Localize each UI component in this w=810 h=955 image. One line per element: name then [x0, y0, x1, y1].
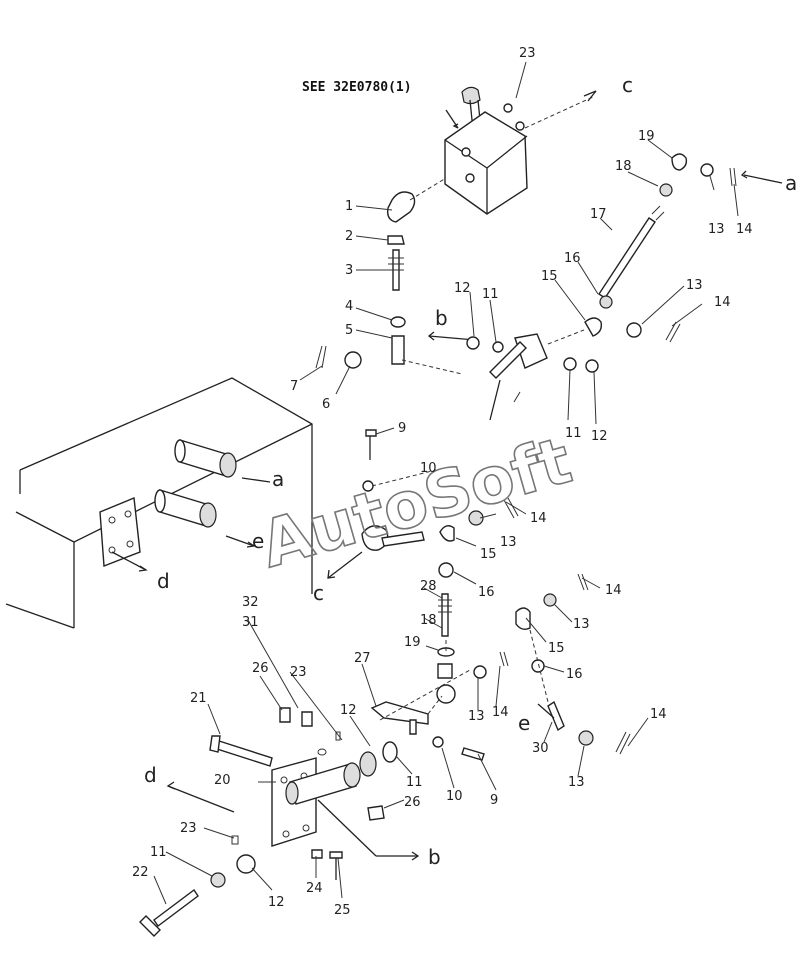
callout: 25 — [334, 903, 351, 918]
callout: 11 — [565, 426, 582, 441]
leader-lines — [153, 61, 739, 905]
callout: 15 — [548, 641, 565, 656]
callout: 13 — [686, 278, 703, 293]
callout: 14 — [736, 222, 753, 237]
callout: 10 — [446, 789, 463, 804]
callout-letter: b — [435, 306, 448, 330]
callout: 10 — [420, 461, 437, 476]
callout: 17 — [590, 207, 607, 222]
callout: 12 — [591, 429, 608, 444]
see-reference: SEE 32E0780(1) — [302, 80, 412, 95]
callout: 19 — [638, 129, 655, 144]
arrow-d-bottom — [167, 785, 235, 813]
bellcrank-upper — [466, 295, 681, 421]
linkage-right — [473, 573, 631, 755]
callout: 14 — [605, 583, 622, 598]
callout: 9 — [490, 793, 498, 808]
callout: 14 — [492, 705, 509, 720]
callout: 13 — [568, 775, 585, 790]
arrow-b-mid — [428, 335, 476, 341]
callout-letter: e — [252, 529, 264, 553]
callout: 23 — [290, 665, 307, 680]
callout: 12 — [454, 281, 471, 296]
arrow-a-left — [241, 477, 271, 483]
callout: 21 — [190, 691, 207, 706]
callout-letter: a — [785, 171, 797, 195]
callout: 15 — [541, 269, 558, 284]
callout: 16 — [566, 667, 583, 682]
callout-letter: a — [272, 467, 284, 491]
callout: 14 — [714, 295, 731, 310]
arrow-e-right — [537, 703, 555, 719]
callout: 27 — [354, 651, 371, 666]
callout: 23 — [519, 46, 536, 61]
rod-28 — [436, 593, 456, 704]
arrow-e-left — [225, 535, 255, 547]
washer-4 — [390, 316, 406, 328]
callout-letter: c — [313, 581, 324, 605]
callout: 12 — [268, 895, 285, 910]
callout: 13 — [573, 617, 590, 632]
callout: 31 — [242, 615, 259, 630]
callout-letter: d — [157, 569, 170, 593]
callout: 4 — [345, 299, 353, 314]
callout: 12 — [340, 703, 357, 718]
callout: 13 — [500, 535, 517, 550]
callout: 22 — [132, 865, 149, 880]
pin-7 — [315, 345, 327, 369]
nut-6 — [344, 351, 362, 369]
callout: 28 — [420, 579, 437, 594]
callout: 26 — [252, 661, 269, 676]
arrow-c-lower — [327, 551, 363, 579]
callout-letter: d — [144, 763, 157, 787]
callout: 1 — [345, 199, 353, 214]
callout-letter: b — [428, 845, 441, 869]
callout: 26 — [404, 795, 421, 810]
callout: 6 — [322, 397, 330, 412]
lever-27 — [370, 669, 471, 735]
bolt-9-head — [365, 429, 377, 437]
callout: 3 — [345, 263, 353, 278]
nut-2 — [387, 235, 405, 245]
spacer-5 — [391, 335, 405, 365]
callout-letter: c — [622, 73, 633, 97]
watermark: AutoSoft — [253, 424, 579, 583]
callout: 5 — [345, 323, 353, 338]
ball-joint-1 — [386, 177, 447, 223]
leader-b-bottom — [317, 799, 377, 857]
callout: 14 — [650, 707, 667, 722]
leader-c-top — [524, 95, 596, 129]
callout: 11 — [482, 287, 499, 302]
callout: 18 — [420, 613, 437, 628]
callout: 2 — [345, 229, 353, 244]
callout: 19 — [404, 635, 421, 650]
callout: 30 — [532, 741, 549, 756]
bellcrank-lower — [361, 497, 519, 578]
callout-labels: 23 c 19 18 13 14 a 1 17 2 3 16 15 13 14 … — [132, 46, 797, 918]
bracket-assembly — [139, 707, 485, 937]
callout: 13 — [708, 222, 725, 237]
rod-17 — [598, 153, 737, 299]
callout: 7 — [290, 379, 298, 394]
callout: 15 — [480, 547, 497, 562]
callout: 14 — [530, 511, 547, 526]
callout: 24 — [306, 881, 323, 896]
callout: 13 — [468, 709, 485, 724]
callout: 20 — [214, 773, 231, 788]
callout: 32 — [242, 595, 259, 610]
callout: 9 — [398, 421, 406, 436]
callout-letter: e — [518, 711, 530, 735]
callout: 11 — [406, 775, 423, 790]
callout: 23 — [180, 821, 197, 836]
callout: 18 — [615, 159, 632, 174]
arrow-a — [743, 174, 783, 184]
body-housing — [5, 377, 313, 629]
arrowhead-c-top — [583, 90, 597, 102]
callout: 16 — [478, 585, 495, 600]
callout: 11 — [150, 845, 167, 860]
callout: 16 — [564, 251, 581, 266]
control-lever-housing — [444, 86, 528, 215]
